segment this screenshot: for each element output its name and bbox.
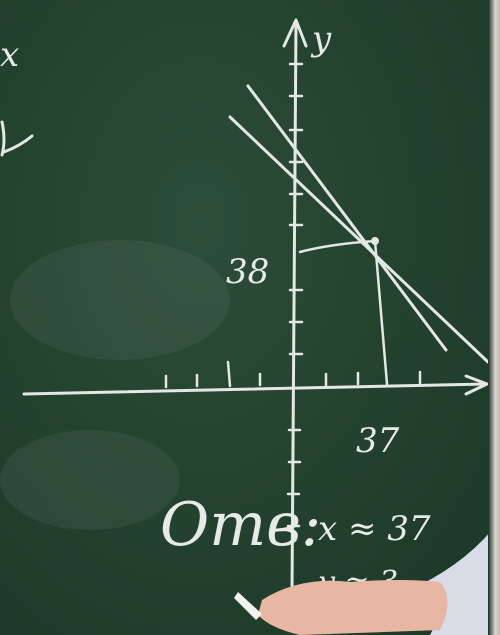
partial-stroke <box>0 120 34 157</box>
x-axis-arrow <box>464 374 489 396</box>
projection-to-y <box>298 239 377 254</box>
graph-line-2 <box>246 84 448 352</box>
y-axis-label: y <box>310 19 332 59</box>
chalk-smudge <box>10 240 230 360</box>
chalk-smudge <box>0 430 180 530</box>
y-axis-ticks <box>286 62 304 528</box>
answer-x: x ≈ 37 <box>318 509 431 549</box>
x-axis <box>22 382 488 396</box>
x-value-label: 37 <box>356 421 400 461</box>
chalk-stick <box>234 592 262 620</box>
top-left-letter: x <box>0 35 19 75</box>
projection-to-x <box>373 239 389 386</box>
y-axis-arrow <box>282 18 308 48</box>
y-axis <box>290 20 298 592</box>
hand <box>258 580 448 635</box>
x-axis-ticks <box>164 360 422 389</box>
hand-with-chalk <box>234 520 500 635</box>
graph-line-1 <box>228 115 490 364</box>
board-frame <box>488 0 500 635</box>
answer-word: Отв: <box>160 490 321 560</box>
y-value-label: 38 <box>226 252 269 292</box>
